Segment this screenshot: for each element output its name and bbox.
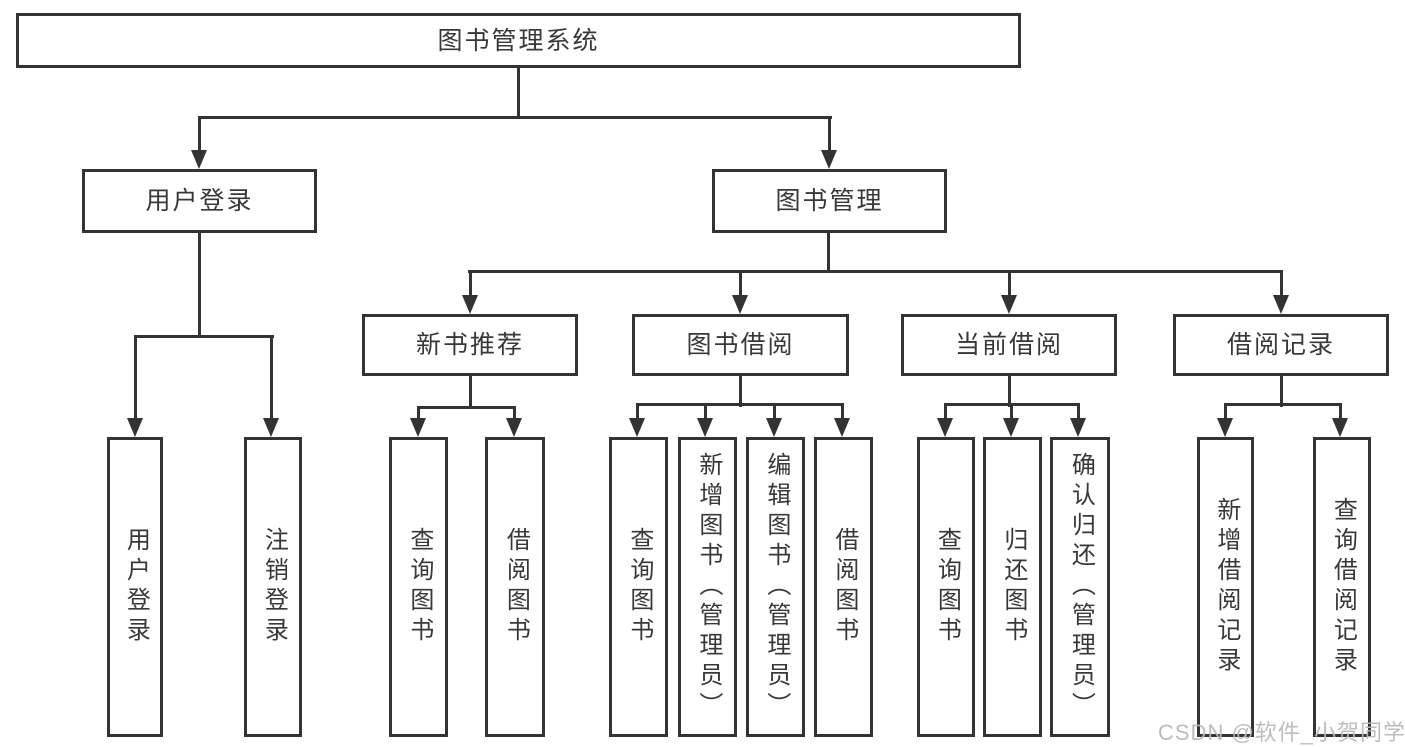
arrowhead: [697, 418, 713, 437]
connector-line: [841, 403, 844, 420]
node-query-borrow-record: 查询借阅记录: [1313, 437, 1371, 737]
connector-line: [198, 116, 832, 119]
node-borrow-books-recommend: 借阅图书: [485, 437, 545, 737]
connector-line: [469, 376, 472, 409]
connector-line: [636, 403, 639, 420]
node-user-login-group: 用户登录: [82, 169, 317, 233]
arrowhead: [191, 150, 207, 169]
node-query-books-current: 查询图书: [917, 437, 975, 737]
connector-line: [134, 335, 137, 420]
connector-line: [468, 270, 1282, 273]
arrowhead: [834, 418, 850, 437]
connector-line: [1008, 270, 1011, 297]
connector-line: [828, 116, 831, 152]
arrowhead: [1217, 418, 1233, 437]
arrowhead: [629, 418, 645, 437]
arrowhead: [1070, 418, 1086, 437]
arrowhead: [1273, 295, 1289, 314]
arrowhead: [821, 150, 837, 169]
arrowhead: [410, 418, 426, 437]
connector-line: [636, 403, 844, 406]
arrowhead: [766, 418, 782, 437]
node-new-book-recommendation: 新书推荐: [362, 314, 578, 376]
arrowhead: [263, 418, 279, 437]
connector-line: [1224, 403, 1227, 420]
connector-line: [469, 270, 472, 297]
node-borrowing-records: 借阅记录: [1173, 314, 1389, 376]
connector-line: [1077, 403, 1080, 420]
node-query-books-recommend: 查询图书: [389, 437, 448, 737]
connector-line: [1008, 376, 1011, 407]
connector-line: [513, 406, 516, 421]
connector-line: [198, 116, 201, 152]
connector-line: [1339, 403, 1342, 420]
node-return-books: 归还图书: [983, 437, 1042, 737]
connector-line: [1224, 403, 1342, 406]
connector-line: [773, 403, 776, 420]
connector-line: [739, 376, 742, 407]
arrowhead: [506, 418, 522, 437]
arrowhead: [1332, 418, 1348, 437]
node-current-borrowing: 当前借阅: [901, 314, 1117, 376]
node-add-borrow-record: 新增借阅记录: [1197, 437, 1254, 737]
node-library-management-system: 图书管理系统: [16, 13, 1021, 68]
connector-line: [827, 233, 830, 273]
arrowhead: [1001, 295, 1017, 314]
arrowhead: [462, 295, 478, 314]
arrowhead: [127, 418, 143, 437]
connector-line: [517, 68, 520, 119]
node-book-management-group: 图书管理: [712, 169, 947, 233]
csdn-watermark: CSDN @软件_小贺同学: [1158, 720, 1405, 745]
node-add-book-admin: 新增图书（管理员）: [678, 437, 737, 737]
connector-line: [1280, 376, 1283, 407]
connector-line: [198, 233, 201, 338]
connector-line: [134, 335, 274, 338]
connector-line: [704, 403, 707, 420]
connector-line: [739, 270, 742, 297]
arrowhead: [732, 295, 748, 314]
node-user-login: 用户登录: [107, 437, 163, 737]
connector-line: [270, 335, 273, 420]
connector-line: [417, 406, 420, 421]
node-logout: 注销登录: [244, 437, 302, 737]
connector-line: [417, 406, 516, 409]
connector-line: [944, 403, 947, 420]
arrowhead: [937, 418, 953, 437]
node-book-borrowing: 图书借阅: [632, 314, 849, 376]
node-borrow-books: 借阅图书: [814, 437, 873, 737]
connector-line: [1280, 270, 1283, 297]
node-query-books-borrow: 查询图书: [609, 437, 668, 737]
arrowhead: [1003, 418, 1019, 437]
connector-line: [1010, 403, 1013, 420]
node-edit-book-admin: 编辑图书（管理员）: [746, 437, 805, 737]
node-confirm-return-admin: 确认归还（管理员）: [1050, 437, 1110, 737]
